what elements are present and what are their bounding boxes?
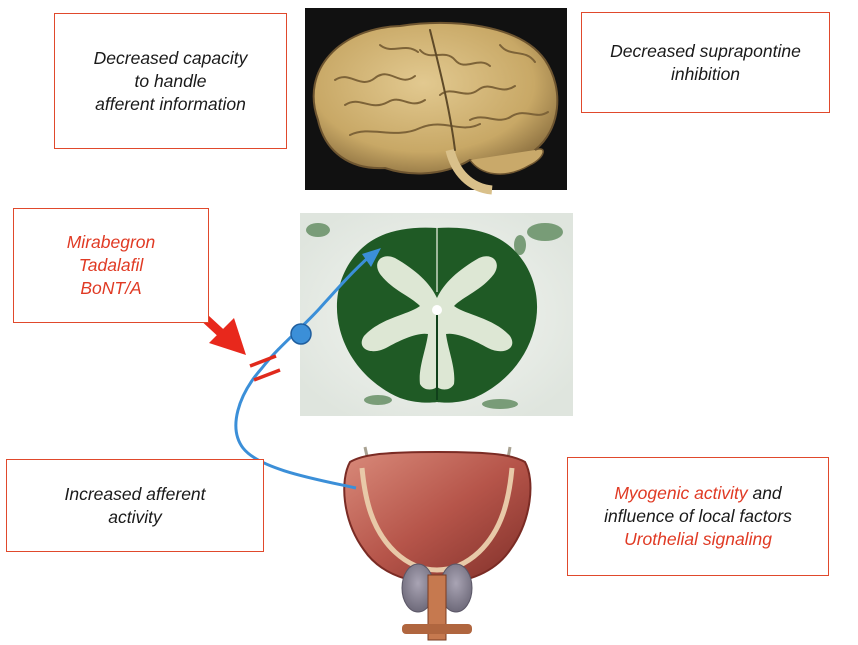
supra-line-1: Decreased suprapontine (610, 40, 801, 63)
myogenic-activity-box: Myogenic activity and influence of local… (567, 457, 829, 576)
increased-afferent-box: Increased afferent activity (6, 459, 264, 552)
capacity-line-2: to handle (134, 70, 206, 93)
myogenic-line-1: Myogenic activity and (614, 482, 781, 505)
spinal-cord-section (300, 213, 573, 416)
myogenic-and-label: and (748, 483, 782, 503)
drug-tadalafil: Tadalafil (79, 254, 144, 277)
afferent-line-2: activity (108, 506, 161, 529)
supra-line-2: inhibition (671, 63, 740, 86)
brain-photo (305, 8, 567, 190)
bladder-illustration (344, 447, 530, 640)
drug-list-box: Mirabegron Tadalafil BoNT/A (13, 208, 209, 323)
decreased-capacity-box: Decreased capacity to handle afferent in… (54, 13, 287, 149)
drug-bont-a: BoNT/A (80, 277, 141, 300)
urothelial-signaling-label: Urothelial signaling (624, 528, 772, 551)
decreased-suprapontine-box: Decreased suprapontine inhibition (581, 12, 830, 113)
myogenic-activity-label: Myogenic activity (614, 483, 747, 503)
drug-mirabegron: Mirabegron (67, 231, 156, 254)
capacity-line-3: afferent information (95, 93, 246, 116)
capacity-line-1: Decreased capacity (94, 47, 248, 70)
afferent-line-1: Increased afferent (64, 483, 205, 506)
local-factors-label: influence of local factors (604, 505, 792, 528)
